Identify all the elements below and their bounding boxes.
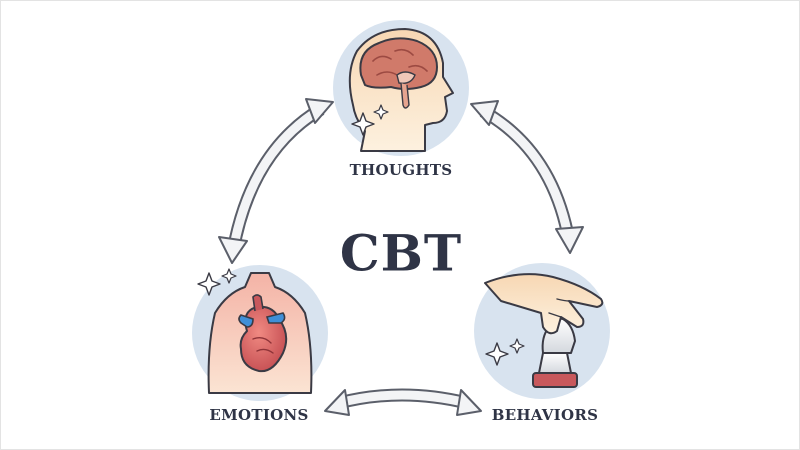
center-title: CBT — [339, 223, 463, 283]
hand-chess-piece-icon — [474, 263, 610, 399]
heart-torso-icon — [192, 265, 328, 401]
arrow-thoughts-behaviors — [470, 100, 584, 254]
arrow-thoughts-emotions — [218, 98, 334, 264]
arrow-emotions-behaviors — [324, 388, 482, 416]
label-emotions: EMOTIONS — [209, 406, 309, 424]
label-thoughts: THOUGHTS — [349, 161, 453, 179]
label-behaviors: BEHAVIORS — [491, 406, 599, 424]
brain-head-icon — [333, 20, 469, 156]
